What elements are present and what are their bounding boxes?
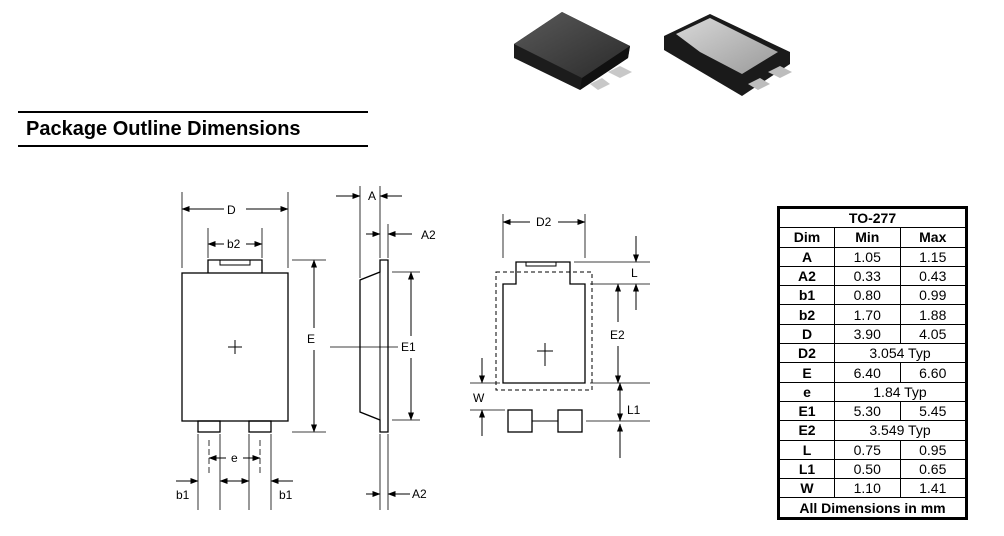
cell-dim: D: [779, 323, 835, 345]
section-heading-text: Package Outline Dimensions: [26, 118, 301, 140]
cell-dim: L1: [779, 458, 835, 480]
cell-max: 1.15: [899, 246, 966, 267]
cell-typ: 1.84 Typ: [834, 381, 966, 402]
label-L1: L1: [627, 403, 641, 417]
label-E1: E1: [401, 340, 416, 354]
cell-min: 0.50: [834, 458, 901, 480]
cell-min: 0.33: [834, 265, 901, 287]
label-e: e: [231, 451, 238, 465]
table-title: TO-277: [779, 207, 966, 229]
cell-max: 1.88: [899, 304, 966, 325]
cell-max: 0.95: [899, 439, 966, 460]
cell-dim: D2: [779, 343, 835, 364]
cell-dim: e: [779, 381, 835, 402]
cell-min: 0.75: [834, 439, 901, 460]
label-D2: D2: [536, 215, 552, 229]
cell-max: 5.45: [899, 400, 966, 422]
table-footer-row: All Dimensions in mm: [779, 497, 966, 518]
label-D: D: [227, 203, 236, 217]
cell-typ: 3.054 Typ: [834, 343, 966, 364]
package-photo-bottom: [664, 14, 792, 96]
label-b1-left: b1: [176, 488, 190, 502]
label-A2-bottom: A2: [412, 487, 427, 501]
bottom-view: [470, 214, 650, 458]
cell-dim: A2: [779, 265, 835, 287]
cell-dim: A: [779, 246, 835, 267]
cell-dim: L: [779, 439, 835, 460]
cell-min: 6.40: [834, 362, 901, 383]
header-min: Min: [834, 227, 901, 248]
cell-min: 0.80: [834, 285, 901, 306]
label-b1-right: b1: [279, 488, 293, 502]
cell-max: 6.60: [899, 362, 966, 383]
package-photo-top: [514, 12, 632, 90]
label-A: A: [368, 189, 376, 203]
section-heading: Package Outline Dimensions: [18, 111, 368, 147]
label-W: W: [473, 391, 485, 405]
cell-dim: E2: [779, 420, 835, 441]
cell-typ: 3.549 Typ: [834, 420, 966, 441]
cell-max: 1.41: [899, 478, 966, 499]
top-view: [176, 192, 326, 510]
cell-min: 1.05: [834, 246, 901, 267]
table-title-row: TO-277: [779, 207, 966, 229]
cell-max: 0.65: [899, 458, 966, 480]
label-E: E: [307, 332, 315, 346]
cell-dim: E1: [779, 400, 835, 422]
header-dim: Dim: [779, 227, 835, 248]
label-E2: E2: [610, 328, 625, 342]
label-A2-top: A2: [421, 228, 436, 242]
label-b2: b2: [227, 237, 241, 251]
cell-max: 4.05: [899, 323, 966, 345]
cell-min: 3.90: [834, 323, 901, 345]
side-view: [330, 186, 420, 510]
cell-min: 5.30: [834, 400, 901, 422]
cell-dim: E: [779, 362, 835, 383]
cell-max: 0.99: [899, 285, 966, 306]
table-footer: All Dimensions in mm: [779, 497, 966, 518]
cell-dim: b2: [779, 304, 835, 325]
cell-dim: W: [779, 478, 835, 499]
label-L: L: [631, 266, 638, 280]
cell-min: 1.10: [834, 478, 901, 499]
cell-dim: b1: [779, 285, 835, 306]
header-max: Max: [899, 227, 966, 248]
table-header-row: Dim Min Max: [779, 227, 966, 248]
cell-max: 0.43: [899, 265, 966, 287]
cell-min: 1.70: [834, 304, 901, 325]
